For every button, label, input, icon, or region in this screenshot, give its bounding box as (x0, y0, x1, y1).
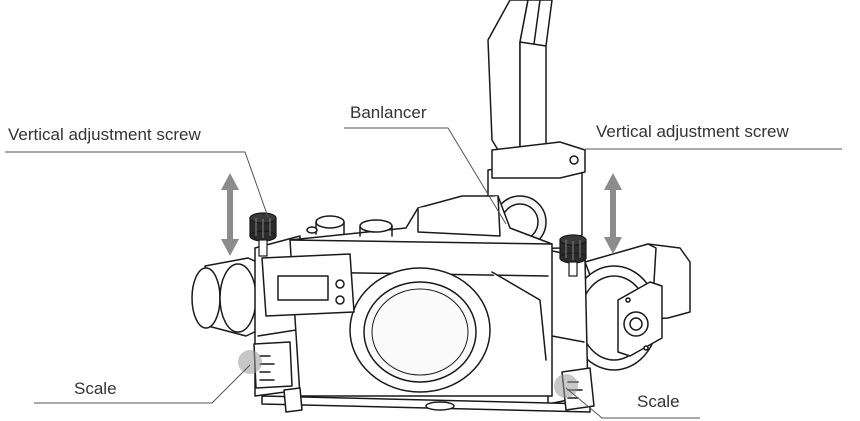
leader-line-screw-left (5, 151, 269, 218)
callout-balancer: Banlancer (350, 103, 427, 122)
right-motor-assembly (569, 243, 691, 371)
camera-lens (349, 267, 491, 393)
leader-line-balancer (344, 127, 507, 225)
callout-scale-right: Scale (637, 392, 680, 411)
left-scale-bracket (253, 341, 293, 389)
vertical-adjustment-screw-right (559, 234, 587, 277)
callout-vertical-screw-left: Vertical adjustment screw (8, 125, 201, 144)
leader-line-scale-right (565, 387, 700, 419)
gimbal-vertical-arm (487, 0, 553, 191)
front-clamp-plate (261, 253, 355, 317)
callout-vertical-screw-right: Vertical adjustment screw (596, 122, 789, 141)
vertical-adjustment-screw-left (249, 212, 277, 257)
scale-highlight-right (554, 374, 578, 398)
vertical-arrow-right (604, 173, 622, 254)
bottom-mount (283, 387, 455, 413)
leader-line-scale-left (34, 364, 251, 404)
callout-scale-left: Scale (74, 379, 117, 398)
vertical-arrow-left (221, 173, 239, 256)
scale-highlight-left (238, 350, 262, 374)
